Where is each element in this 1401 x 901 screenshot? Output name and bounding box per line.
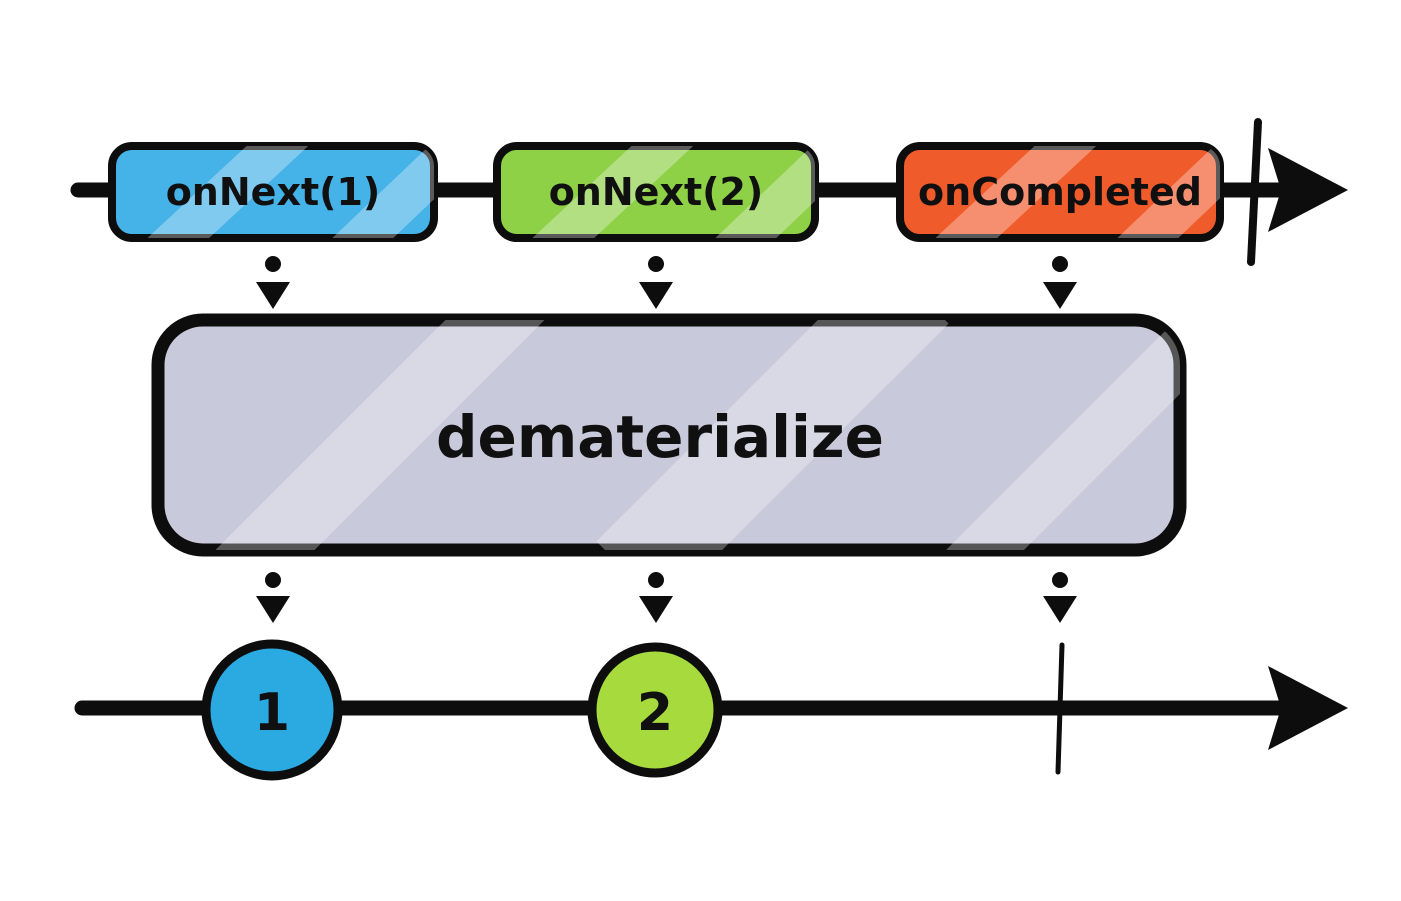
- event-box-on-completed: onCompleted: [896, 142, 1224, 242]
- event-box-on-next-1-shape: [108, 142, 438, 242]
- input-arrow-3: [1043, 256, 1077, 309]
- output-arrow-3: [1043, 572, 1077, 623]
- event-label-on-next-2: onNext(2): [549, 170, 764, 214]
- event-label-on-next-1: onNext(1): [166, 170, 381, 214]
- input-arrows: [256, 256, 1077, 309]
- input-arrow-1: [256, 256, 290, 309]
- output-arrow-2: [639, 572, 673, 623]
- event-box-on-next-1: onNext(1): [108, 142, 438, 242]
- marble-1-label: 1: [254, 683, 290, 743]
- event-box-on-next-1-shine: [145, 146, 434, 238]
- marble-2: 2: [587, 642, 723, 778]
- event-box-on-next-2: onNext(2): [493, 142, 819, 242]
- event-box-on-completed-shine: [933, 146, 1220, 238]
- source-timeline: onNext(1) onNext(2) onCompleted: [70, 118, 1348, 266]
- marble-2-label: 2: [637, 683, 673, 743]
- marble-2-shape: [587, 642, 723, 778]
- operator-box: dematerialize: [151, 313, 1187, 557]
- operator-box-shine: [215, 320, 1180, 550]
- marble-1-shape: [201, 639, 343, 781]
- output-timeline-arrowhead-icon: [1268, 666, 1348, 750]
- event-box-on-next-2-shine: [530, 146, 815, 238]
- operator-box-shape: [151, 313, 1187, 557]
- output-arrow-1: [256, 572, 290, 623]
- event-label-on-completed: onCompleted: [918, 170, 1202, 214]
- input-arrow-2: [639, 256, 673, 309]
- output-timeline: 1 2: [74, 639, 1348, 781]
- source-complete-tick: [1247, 118, 1262, 266]
- operator-label: dematerialize: [436, 403, 884, 471]
- output-complete-tick: [1055, 642, 1065, 775]
- source-timeline-arrowhead-icon: [1268, 148, 1348, 232]
- output-arrows: [256, 572, 1077, 623]
- event-box-on-next-2-shape: [493, 142, 819, 242]
- event-box-on-completed-shape: [896, 142, 1224, 242]
- marble-1: 1: [201, 639, 343, 781]
